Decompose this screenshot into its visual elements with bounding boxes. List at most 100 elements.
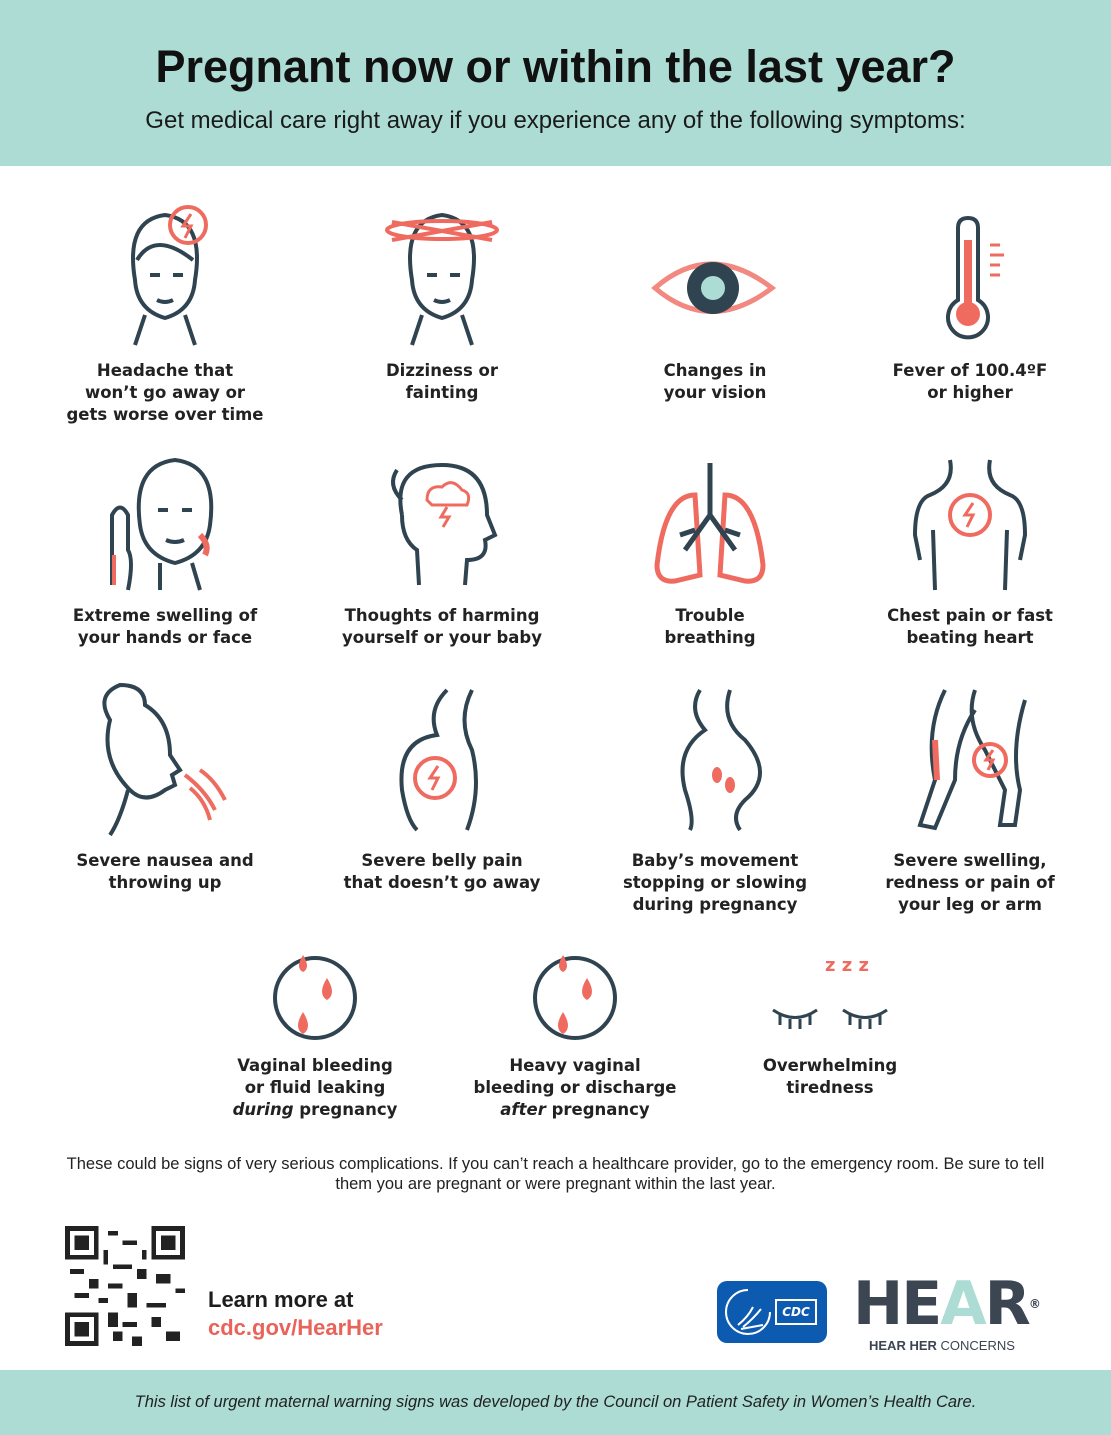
leg-swelling-icon [917,689,1027,831]
baby-movement-icon [680,688,762,832]
label-text: Fever of 100.4ºF [892,361,1048,380]
symptom-label: Changes in your vision [590,360,840,404]
symptom-harm-thoughts: Thoughts of harming yourself or your baby [317,455,567,649]
page-subtitle: Get medical care right away if you exper… [145,107,966,134]
label-text: during pregnancy [632,895,798,914]
footer-banner: This list of urgent maternal warning sig… [0,1370,1111,1435]
symptom-fever: Fever of 100.4ºF or higher [845,200,1095,404]
harm-thoughts-icon [391,462,498,586]
symptom-label: Overwhelming tiredness [705,1055,955,1099]
label-text: Extreme swelling of [72,606,258,625]
label-text: Severe nausea and [76,851,254,870]
symptom-label: Fever of 100.4ºF or higher [845,360,1095,404]
label-text: that doesn’t go away [343,873,541,892]
label-text: redness or pain of [885,873,1055,892]
label-text: Headache that [96,361,234,380]
label-text: Dizziness or [385,361,498,380]
symptom-label: Dizziness or fainting [317,360,567,404]
symptom-label: Baby’s movement stopping or slowing during… [590,850,840,916]
label-text: your hands or face [77,628,253,647]
label-text: throwing up [108,873,222,892]
lungs-icon [654,463,766,584]
label-text: breathing [664,628,756,647]
symptom-breathing: Trouble breathing [585,455,835,649]
label-text: gets worse over time [66,405,264,424]
bleeding-during-icon [273,955,357,1040]
label-text: fainting [405,383,479,402]
label-text: your vision [663,383,767,402]
learn-more-link[interactable]: cdc.gov/HearHer [208,1315,383,1340]
footer-text: This list of urgent maternal warning sig… [134,1393,977,1411]
belly-pain-icon [399,688,478,832]
symptom-dizziness: Dizziness or fainting [317,200,567,404]
warning-note: These could be signs of very serious com… [66,1155,1045,1193]
label-text: Heavy vaginal [509,1056,641,1075]
hhs-eagle-icon [725,1289,771,1335]
label-text: Baby’s movement [631,851,799,870]
symptom-belly-pain: Severe belly pain that doesn’t go away [317,680,567,894]
symptom-nausea: Severe nausea and throwing up [40,680,290,894]
vision-icon [651,261,777,314]
zzz-text: z z z [825,955,869,976]
label-text: Severe swelling, [893,851,1047,870]
label-text: bleeding or discharge [473,1078,677,1097]
headache-icon [131,205,208,346]
label-text: or fluid leaking [244,1078,386,1097]
symptom-swelling-face: Extreme swelling of your hands or face [40,455,290,649]
nausea-icon [102,682,227,837]
thermometer-icon [946,215,1004,340]
chest-pain-icon [912,459,1028,591]
symptom-vision: Changes in your vision [590,200,840,404]
label-text: ® [1028,1297,1041,1311]
symptom-label: Severe nausea and throwing up [40,850,290,894]
label-text: beating heart [906,628,1034,647]
hear-her-logo: HEAR® [853,1272,1041,1336]
label-text: Severe belly pain [361,851,523,870]
label-text: your leg or arm [898,895,1042,914]
symptom-label: Severe belly pain that doesn’t go away [317,850,567,894]
symptom-tiredness: z z z Overwhelming tiredness [705,955,955,1099]
header-banner: Pregnant now or within the last year? Ge… [0,0,1111,166]
label-text: pregnancy [293,1100,398,1119]
label-text: Overwhelming [762,1056,898,1075]
label-text: A [940,1269,986,1339]
label-text: tiredness [786,1078,874,1097]
learn-more-label: Learn more at [208,1287,354,1312]
label-text: HEAR HER [869,1338,937,1353]
qr-code[interactable] [65,1226,185,1346]
symptom-label: Extreme swelling of your hands or face [40,605,290,649]
label-text: HE [853,1269,942,1339]
dizziness-icon [385,212,499,346]
cdc-logo-text: CDC [775,1299,817,1325]
symptom-baby-movement: Baby’s movement stopping or slowing during… [590,680,840,916]
label-text: stopping or slowing [622,873,808,892]
label-text: CONCERNS [936,1338,1015,1353]
label-text: or higher [927,383,1013,402]
label-text: Thoughts of harming [344,606,540,625]
label-text: R [984,1269,1031,1339]
learn-more: Learn more at cdc.gov/HearHer [208,1286,383,1342]
label-text: won’t go away or [84,383,246,402]
symptom-headache: Headache that won’t go away or gets worse … [40,200,290,426]
closed-eyes-icon [772,1008,888,1029]
swelling-face-icon [110,457,214,591]
hhs-cdc-logo: CDC [717,1281,827,1343]
label-text: Trouble [675,606,745,625]
label-text: Vaginal bleeding [237,1056,393,1075]
symptom-label: Headache that won’t go away or gets worse … [40,360,290,426]
symptom-label: Thoughts of harming yourself or your baby [317,605,567,649]
label-text: yourself or your baby [341,628,542,647]
bleeding-after-icon [533,955,617,1040]
symptom-label: Trouble breathing [585,605,835,649]
hear-her-tagline: HEAR HER CONCERNS [869,1338,1015,1354]
label-text: after [500,1100,546,1119]
symptom-label: Severe swelling, redness or pain of your l… [845,850,1095,916]
page-title: Pregnant now or within the last year? [155,41,956,92]
label-text: Changes in [663,361,767,380]
